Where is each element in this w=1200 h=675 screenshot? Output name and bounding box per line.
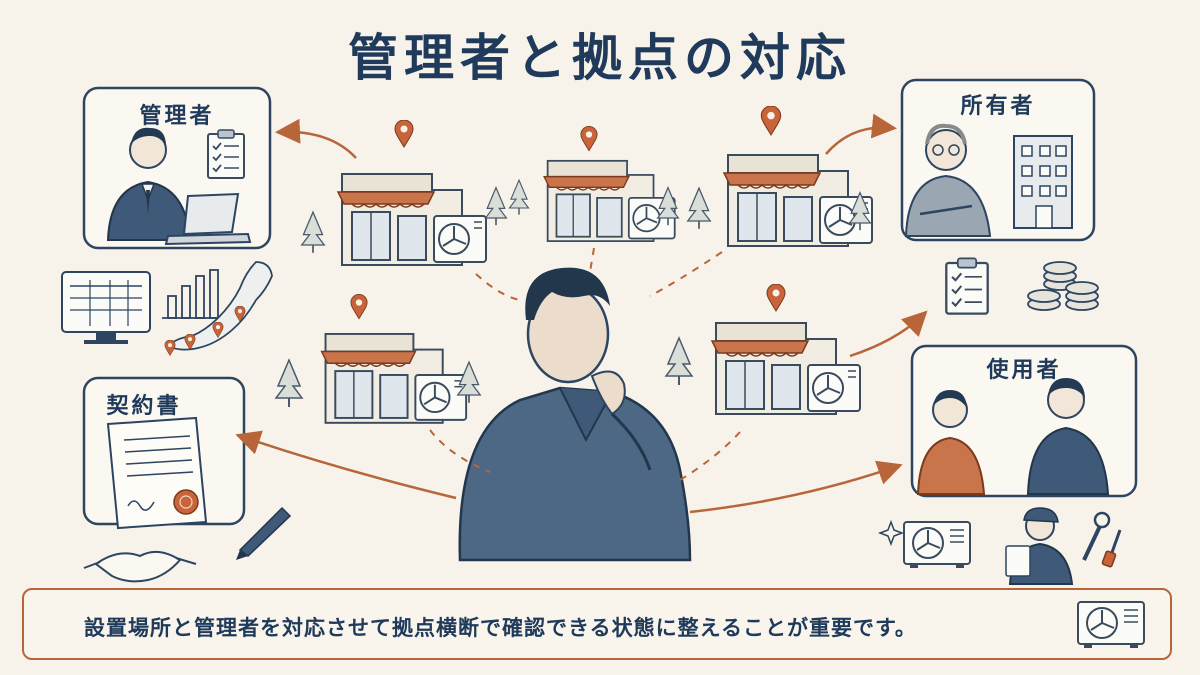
page-title: 管理者と拠点の対応 bbox=[348, 29, 852, 87]
japan-map-icon bbox=[164, 261, 273, 356]
screwdriver-icon bbox=[1101, 529, 1122, 568]
contract-document-icon bbox=[106, 416, 208, 530]
thinking-person-icon bbox=[458, 267, 692, 562]
contract-panel bbox=[82, 376, 246, 530]
shop-building-icon bbox=[710, 321, 862, 416]
site-2 bbox=[484, 126, 680, 243]
female-user-icon bbox=[916, 390, 986, 495]
handshake-icon bbox=[83, 550, 197, 583]
owner-label: 所有者 bbox=[960, 94, 1036, 119]
shop-building-icon bbox=[543, 159, 676, 243]
location-pin-icon bbox=[580, 126, 598, 152]
laptop-icon bbox=[164, 192, 252, 246]
shop-building-icon bbox=[320, 332, 468, 424]
arrow-to-contract bbox=[235, 430, 457, 500]
user-label: 使用者 bbox=[986, 358, 1062, 383]
shop-building-icon bbox=[722, 153, 874, 248]
owner-person-icon bbox=[904, 123, 992, 237]
caption-box: 設置場所と管理者を対応させて拠点横断で確認できる状態に整えることが重要です。 bbox=[22, 588, 1172, 660]
bar-chart-icon bbox=[162, 269, 224, 319]
pen-icon bbox=[236, 506, 292, 560]
arrow-to-manager bbox=[275, 118, 357, 159]
wrench-icon bbox=[1082, 511, 1111, 561]
site-4 bbox=[275, 294, 482, 424]
owner-panel bbox=[900, 78, 1096, 242]
air-conditioner-unit-icon bbox=[903, 521, 971, 569]
site-1 bbox=[300, 120, 487, 266]
computer-monitor-icon bbox=[61, 271, 151, 344]
site-3 bbox=[686, 106, 874, 248]
contract-label: 契約書 bbox=[106, 394, 182, 419]
location-pin-icon bbox=[760, 106, 782, 136]
checklist-clipboard-icon bbox=[207, 129, 245, 179]
technician-icon bbox=[1005, 507, 1074, 585]
manager-panel bbox=[82, 86, 272, 250]
coin-stack-icon bbox=[1027, 261, 1099, 311]
site-5 bbox=[665, 284, 862, 416]
arrow-to-user bbox=[689, 460, 903, 514]
checklist-clipboard-icon bbox=[945, 257, 989, 315]
building-icon bbox=[1013, 135, 1073, 229]
shop-building-icon bbox=[337, 173, 487, 266]
manager-person-icon bbox=[106, 127, 192, 241]
flow-arrows bbox=[235, 113, 928, 514]
manager-label: 管理者 bbox=[139, 104, 215, 129]
sparkle-icon bbox=[877, 519, 905, 547]
caption-text: 設置場所と管理者を対応させて拠点横断で確認できる状態に整えることが重要です。 bbox=[84, 616, 917, 640]
location-pin-icon bbox=[350, 294, 368, 320]
arrow-to-owner-docs bbox=[849, 310, 928, 358]
dashed-connectors bbox=[429, 247, 741, 481]
location-pin-icon bbox=[394, 120, 414, 148]
air-conditioner-unit-icon bbox=[1077, 601, 1145, 649]
user-panel bbox=[910, 344, 1138, 498]
arrow-to-owner bbox=[825, 113, 897, 155]
location-pin-icon bbox=[766, 284, 786, 312]
male-user-icon bbox=[1026, 378, 1110, 495]
